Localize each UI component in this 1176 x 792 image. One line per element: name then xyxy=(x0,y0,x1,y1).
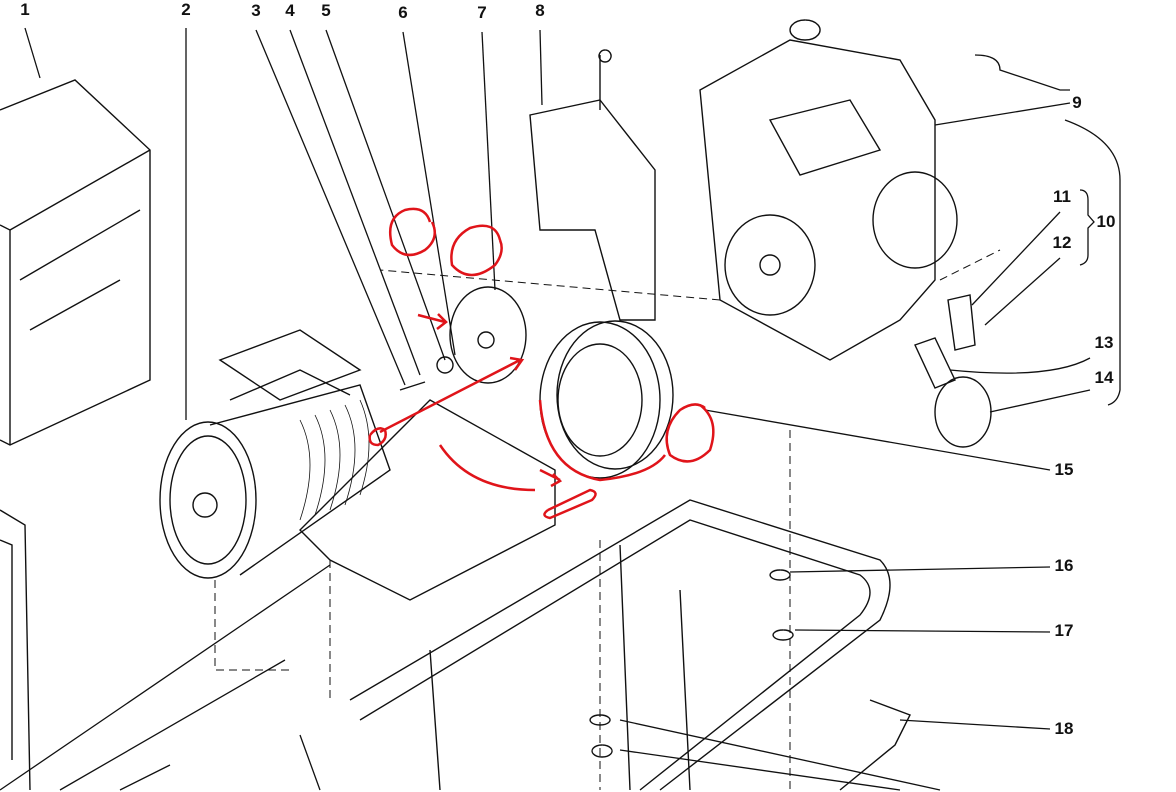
housing-cover xyxy=(0,79,151,446)
fan-plate xyxy=(449,286,527,384)
side-panel xyxy=(0,509,31,791)
red-arc xyxy=(438,444,536,492)
red-circle-bolt-washer xyxy=(450,224,503,277)
callout-12: 12 xyxy=(1052,233,1072,252)
washer xyxy=(436,356,454,374)
blower-housing xyxy=(539,320,674,479)
bolt xyxy=(399,381,426,391)
callout-3: 3 xyxy=(251,1,261,20)
callout-15: 15 xyxy=(1054,460,1074,479)
callout-18: 18 xyxy=(1054,719,1074,738)
callout-2: 2 xyxy=(181,0,191,19)
callout-17: 17 xyxy=(1054,621,1074,640)
red-circle-screw xyxy=(665,403,715,463)
red-part-outline xyxy=(543,488,597,520)
air-filter xyxy=(934,376,992,448)
callout-7: 7 xyxy=(477,3,487,22)
spark-plug xyxy=(914,337,956,389)
callout-14: 14 xyxy=(1094,368,1114,387)
red-arc-housing xyxy=(538,399,666,482)
mount-grommets xyxy=(589,569,794,758)
callout-6: 6 xyxy=(398,3,408,22)
generator-assembly xyxy=(159,329,391,579)
callout-13: 13 xyxy=(1094,333,1114,352)
mounting-bracket xyxy=(529,99,656,321)
callout-10: 10 xyxy=(1096,212,1116,231)
switch-bracket xyxy=(947,294,976,351)
red-arrow xyxy=(417,313,448,330)
callout-5: 5 xyxy=(321,1,331,20)
red-circle-bolt xyxy=(388,207,437,257)
callout-9: 9 xyxy=(1072,93,1082,112)
engine-assembly xyxy=(699,19,958,361)
leader-lines xyxy=(0,27,1121,791)
callout-4: 4 xyxy=(285,1,295,20)
red-markup xyxy=(368,207,715,520)
red-arrow-long xyxy=(379,356,525,434)
callout-16: 16 xyxy=(1054,556,1074,575)
callout-1: 1 xyxy=(20,0,30,19)
base-plate xyxy=(299,399,556,601)
callout-11: 11 xyxy=(1053,187,1071,206)
callout-8: 8 xyxy=(535,1,545,20)
frame-tube xyxy=(349,499,911,791)
